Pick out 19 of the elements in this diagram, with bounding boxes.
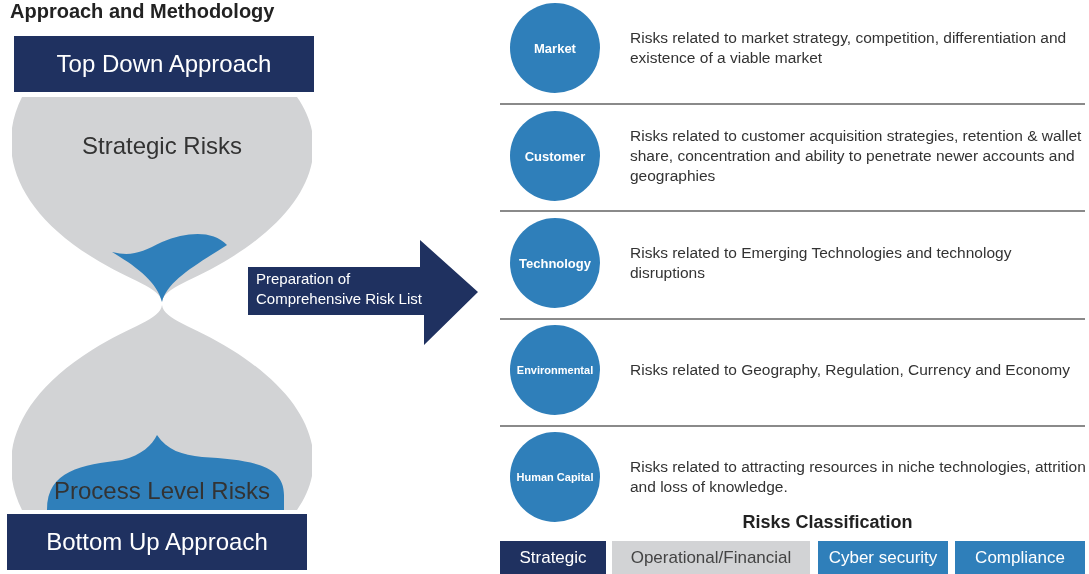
category-circle: Market (510, 3, 600, 93)
classification-tag: Cyber security (818, 541, 948, 574)
section-heading: Risks Classification (741, 512, 914, 533)
classification-tag: Compliance (955, 541, 1085, 574)
classification-tag: Strategic (500, 541, 606, 574)
classification-tag: Operational/Financial (612, 541, 810, 574)
category-circle: Customer (510, 111, 600, 201)
description-text: Risks related to Geography, Regulation, Currency and Economy (630, 360, 1071, 380)
category-circle: Technology (510, 218, 600, 308)
category-circle: Human Capital (510, 432, 600, 522)
approach-banner: Bottom Up Approach (7, 514, 307, 570)
approach-banner: Top Down Approach (14, 36, 314, 92)
description-text: Risks related to customer acquisition strategies, retention & wallet share, concentration and ability to penetrate newer accounts and geographies (630, 126, 1083, 186)
process-arrow: Preparation of Comprehensive Risk List (248, 240, 478, 345)
title: Approach and Methodology (10, 0, 275, 23)
description-text: Risks related to market strategy, competition, differentiation and existence of a viable market (630, 28, 1068, 68)
category-circle: Environmental (510, 325, 600, 415)
description-text: Risks related to attracting resources in niche technologies, attrition and loss of knowledge. (630, 457, 1087, 497)
description-text: Risks related to Emerging Technologies and technology disruptions (630, 243, 1013, 283)
